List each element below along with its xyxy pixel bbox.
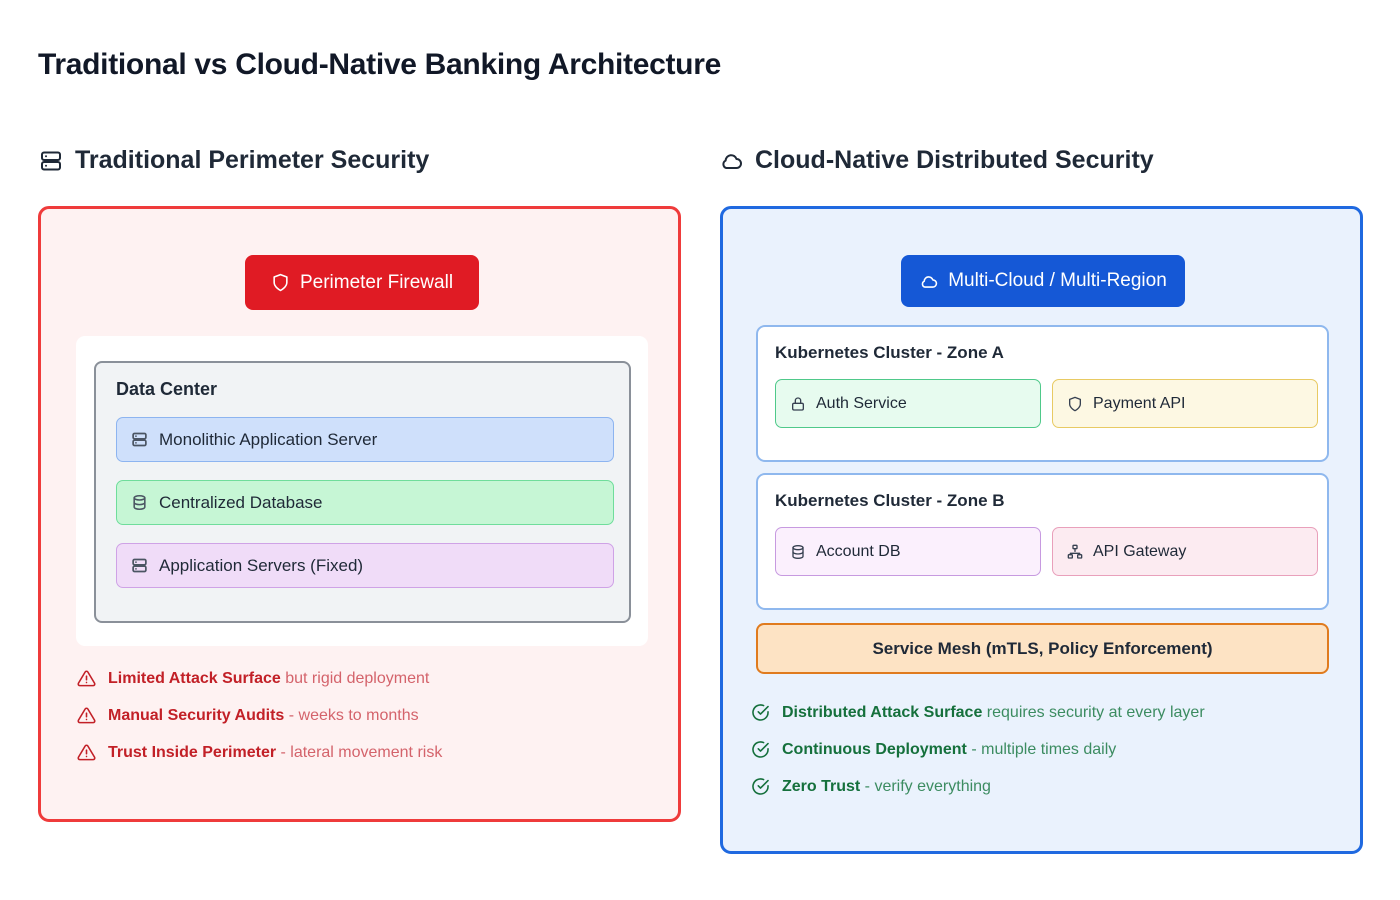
traditional-column-header: Traditional Perimeter Security [38,146,429,175]
bullet-strong: Distributed Attack Surface [782,703,983,721]
cloud-icon [919,272,938,291]
bullet-strong: Manual Security Audits [108,706,285,724]
server-icon [38,148,64,174]
bullet-rest: - lateral movement risk [276,743,443,761]
data-center-item-label: Application Servers (Fixed) [159,555,364,575]
list-item: Trust Inside Perimeter - lateral movemen… [77,743,442,762]
alert-triangle-icon [77,706,96,725]
list-item: Manual Security Audits - weeks to months [77,706,442,725]
traditional-panel: Perimeter Firewall Data Center Monolithi… [38,206,681,822]
service-mesh-bar[interactable]: Service Mesh (mTLS, Policy Enforcement) [756,623,1329,674]
cluster-service-row: Auth Service Payment API [775,379,1318,428]
list-item: Limited Attack Surface but rigid deploym… [77,669,442,688]
database-icon [131,494,149,511]
service-payment-api[interactable]: Payment API [1052,379,1318,428]
circle-check-icon [751,703,770,722]
kubernetes-cluster-zone-b: Kubernetes Cluster - Zone B Account DB [756,473,1329,610]
data-center-item-centralized-database[interactable]: Centralized Database [116,480,614,525]
database-icon [790,544,807,560]
server-icon [131,557,149,574]
service-account-db[interactable]: Account DB [775,527,1041,576]
cloud-icon [718,148,744,174]
service-auth-service[interactable]: Auth Service [775,379,1041,428]
cluster-title: Kubernetes Cluster - Zone B [775,491,1005,510]
list-item: Continuous Deployment - multiple times d… [751,740,1205,759]
data-center-item-monolithic-application-server[interactable]: Monolithic Application Server [116,417,614,462]
list-item: Zero Trust - verify everything [751,777,1205,796]
data-center-item-application-servers-fixed[interactable]: Application Servers (Fixed) [116,543,614,588]
traditional-bullet-list: Limited Attack Surface but rigid deploym… [77,669,442,762]
bullet-rest: requires security at every layer [982,703,1205,721]
service-label: Auth Service [816,394,907,412]
cloud-column-header: Cloud-Native Distributed Security [718,146,1154,175]
lock-icon [790,396,807,412]
bullet-rest: - weeks to months [284,706,419,724]
service-label: API Gateway [1093,542,1187,560]
circle-check-icon [751,740,770,759]
server-icon [131,431,149,448]
page-title: Traditional vs Cloud-Native Banking Arch… [38,48,721,81]
bullet-strong: Continuous Deployment [782,740,967,758]
service-label: Account DB [816,542,901,560]
shield-icon [1067,396,1084,412]
cloud-column-title: Cloud-Native Distributed Security [755,146,1154,174]
cluster-service-row: Account DB API Gateway [775,527,1318,576]
service-mesh-label: Service Mesh (mTLS, Policy Enforcement) [872,638,1213,658]
data-center-title: Data Center [116,379,218,399]
multi-cloud-badge[interactable]: Multi-Cloud / Multi-Region [901,255,1185,307]
bullet-strong: Limited Attack Surface [108,669,281,687]
list-item: Distributed Attack Surface requires secu… [751,703,1205,722]
alert-triangle-icon [77,743,96,762]
perimeter-firewall-badge[interactable]: Perimeter Firewall [245,255,479,310]
bullet-rest: - multiple times daily [966,740,1117,758]
kubernetes-cluster-zone-a: Kubernetes Cluster - Zone A Auth Service [756,325,1329,462]
cloud-bullet-list: Distributed Attack Surface requires secu… [751,703,1205,796]
service-api-gateway[interactable]: API Gateway [1052,527,1318,576]
multi-cloud-label: Multi-Cloud / Multi-Region [948,270,1167,291]
cluster-title: Kubernetes Cluster - Zone A [775,343,1004,362]
traditional-column-title: Traditional Perimeter Security [75,146,430,174]
bullet-strong: Trust Inside Perimeter [108,743,277,761]
data-center-item-label: Monolithic Application Server [159,429,378,449]
perimeter-firewall-label: Perimeter Firewall [299,271,454,293]
service-label: Payment API [1093,394,1186,412]
data-center-box: Data Center Monolithic Application Serve… [94,361,631,623]
data-center-item-label: Centralized Database [159,492,323,512]
bullet-strong: Zero Trust [782,777,861,795]
bullet-rest: - verify everything [860,777,991,795]
alert-triangle-icon [77,669,96,688]
bullet-rest: but rigid deployment [280,669,430,687]
shield-icon [271,273,290,292]
network-icon [1067,544,1084,560]
cloud-panel: Multi-Cloud / Multi-Region Kubernetes Cl… [720,206,1363,854]
circle-check-icon [751,777,770,796]
